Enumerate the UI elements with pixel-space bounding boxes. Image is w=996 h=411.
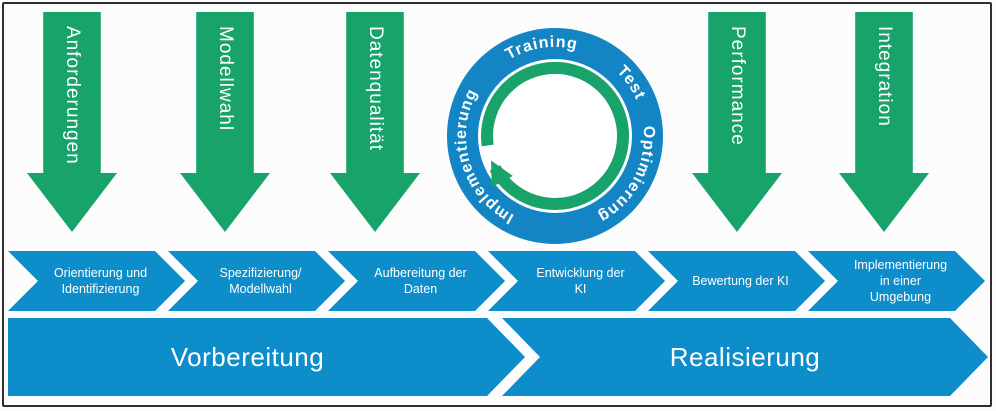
step-implementierung-umgebung: Implementierung in einer Umgebung <box>808 251 985 311</box>
step-entwicklung-ki: Entwicklung der KI <box>488 251 665 311</box>
arrow-anforderungen: Anforderungen <box>27 12 117 232</box>
step-aufbereitung-daten: Aufbereitung der Daten <box>328 251 505 311</box>
training-cycle-diagram: Implementierung Training Test Optimierun… <box>447 28 663 244</box>
arrow-datenqualitaet: Datenqualität <box>330 12 420 232</box>
arrow-label: Anforderungen <box>62 26 83 165</box>
cycle-arrow-icon <box>481 61 629 210</box>
step-spezifizierung-modellwahl: Spezifizierung/ Modellwahl <box>168 251 345 311</box>
arrow-label: Performance <box>727 26 748 146</box>
arrow-performance: Performance <box>692 12 782 232</box>
arrow-label: Integration <box>874 26 895 127</box>
arrow-label: Modellwahl <box>215 26 236 132</box>
phase-realisierung: Realisierung <box>502 318 988 396</box>
arrow-integration: Integration <box>839 12 929 232</box>
cycle-inner-disc <box>478 59 632 213</box>
arrow-label: Datenqualität <box>365 26 386 151</box>
step-bewertung-ki: Bewertung der KI <box>648 251 825 311</box>
phase-vorbereitung: Vorbereitung <box>8 318 525 396</box>
arrow-modellwahl: Modellwahl <box>180 12 270 232</box>
step-orientierung-identifizierung: Orientierung und Identifizierung <box>8 251 185 311</box>
